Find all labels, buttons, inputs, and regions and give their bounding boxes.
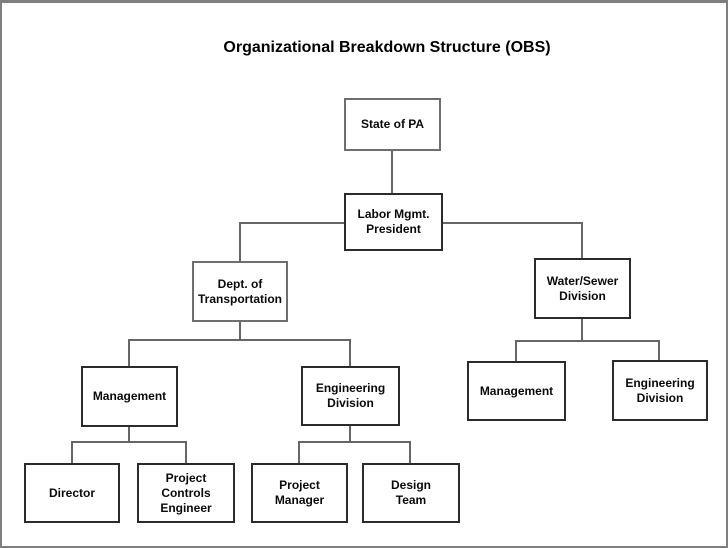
node-management-watersewer: Management bbox=[467, 361, 566, 421]
connector-engineering-bus bbox=[298, 441, 411, 443]
connector-dot-stub bbox=[239, 322, 241, 339]
connector-dot-to-management bbox=[128, 339, 130, 366]
connector-management-stub bbox=[128, 427, 130, 441]
connector-management-bus bbox=[71, 441, 187, 443]
diagram-title: Organizational Breakdown Structure (OBS) bbox=[223, 39, 551, 56]
node-project-manager: Project Manager bbox=[251, 463, 348, 523]
connector-dot-bus bbox=[128, 339, 351, 341]
connector-watersewer-to-engineering bbox=[658, 340, 660, 360]
node-director: Director bbox=[24, 463, 120, 523]
connector-management-to-director bbox=[71, 441, 73, 463]
connector-labor-to-dot bbox=[239, 222, 241, 261]
node-engineering-division-watersewer: Engineering Division bbox=[612, 360, 708, 421]
connector-labor-left-horizontal bbox=[239, 222, 344, 224]
connector-labor-right-horizontal bbox=[443, 222, 583, 224]
connector-engineering-to-design bbox=[409, 441, 411, 463]
connector-management-to-pce bbox=[185, 441, 187, 463]
connector-watersewer-bus bbox=[515, 340, 660, 342]
connector-engineering-to-pm bbox=[298, 441, 300, 463]
connector-labor-to-watersewer bbox=[581, 222, 583, 258]
node-water-sewer-division: Water/Sewer Division bbox=[534, 258, 631, 319]
connector-watersewer-stub bbox=[581, 319, 583, 340]
node-labor-mgmt-president: Labor Mgmt. President bbox=[344, 193, 443, 251]
connector-watersewer-to-management bbox=[515, 340, 517, 361]
connector-dot-to-engineering bbox=[349, 339, 351, 366]
node-dept-of-transportation: Dept. of Transportation bbox=[192, 261, 288, 322]
connector-engineering-stub bbox=[349, 426, 351, 441]
connector-state-to-labor bbox=[391, 151, 393, 193]
node-design-team: Design Team bbox=[362, 463, 460, 523]
node-project-controls-engineer: Project Controls Engineer bbox=[137, 463, 235, 523]
node-state-of-pa: State of PA bbox=[344, 98, 441, 151]
node-engineering-division-transportation: Engineering Division bbox=[301, 366, 400, 426]
node-management-transportation: Management bbox=[81, 366, 178, 427]
